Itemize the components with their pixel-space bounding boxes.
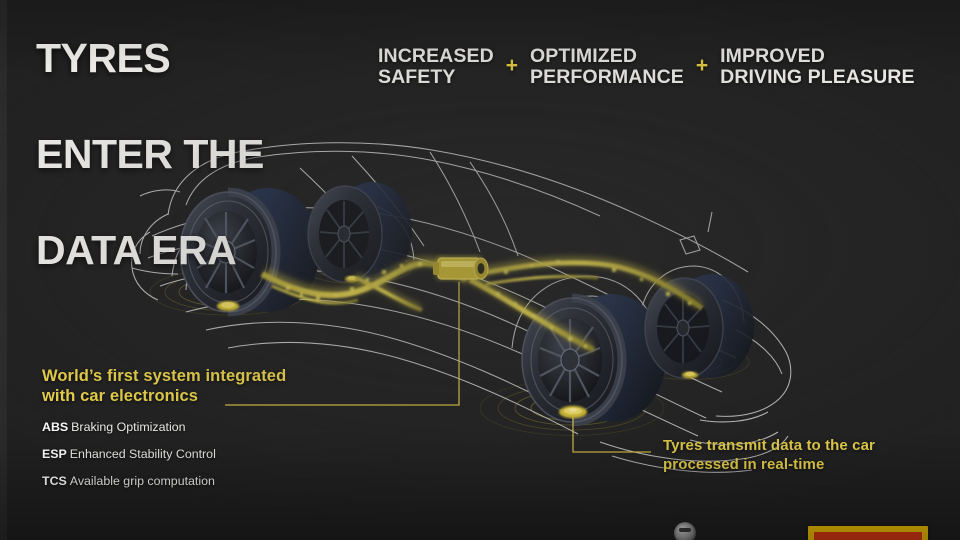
benefit-line-1: IMPROVED (720, 45, 825, 67)
spec-text: Available grip computation (69, 474, 215, 488)
headline-line-2: ENTER THE (36, 131, 264, 177)
benefit-line-1: OPTIMIZED (530, 45, 638, 67)
plus-separator-1: + (505, 54, 519, 77)
spec-text: Enhanced Stability Control (69, 447, 216, 461)
callout-realtime-data: Tyres transmit data to the car processed… (663, 437, 943, 474)
spec-abbr: TCS (42, 474, 67, 488)
wheel-front-near (521, 293, 666, 427)
page-title: TYRES ENTER THE DATA ERA (36, 0, 264, 330)
tyre-sensor-chip (682, 371, 698, 379)
tyre-sensor-chip (559, 405, 587, 419)
yellow-red-brand-mark-logo (808, 526, 928, 540)
callout-right-title: Tyres transmit data to the car processed… (663, 437, 875, 473)
circular-grey-emblem-logo (674, 522, 696, 540)
plus-separator-2: + (695, 54, 709, 77)
ecu-module (433, 256, 489, 280)
spec-abbr: ESP (42, 447, 67, 461)
benefit-line-1: INCREASED (378, 45, 494, 67)
benefit-line-2: SAFETY (378, 66, 456, 88)
wheel-front-far (644, 274, 754, 379)
benefit-line-2: PERFORMANCE (530, 66, 684, 88)
spec-abbr: ABS (42, 420, 69, 434)
callout-integrated-system: World’s first system integrated with car… (42, 367, 332, 501)
callout-left-title: World’s first system integrated with car… (42, 367, 287, 405)
headline-line-1: TYRES (36, 35, 171, 81)
headline-line-3: DATA ERA (36, 227, 237, 273)
benefit-line-2: DRIVING PLEASURE (720, 66, 915, 88)
spec-text: Braking Optimization (71, 420, 186, 434)
footer-logo-row (0, 522, 960, 540)
wheel-rear-far (307, 182, 412, 283)
